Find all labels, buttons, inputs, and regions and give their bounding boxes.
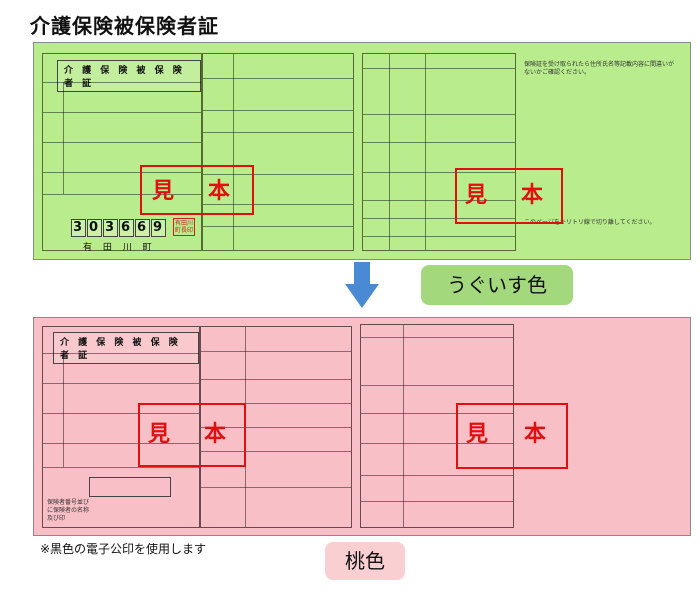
- card-panel-3: [360, 324, 514, 528]
- card-panel-2: [202, 53, 354, 251]
- card-panel-1: 介 護 保 険 被 保 険 者 証 保険者番号並びに保険者の名称及び印: [42, 326, 200, 528]
- arrow-down-icon: [345, 262, 379, 308]
- sample-stamp-right-char-1: 見: [465, 183, 488, 208]
- green-color-label: うぐいす色: [421, 265, 573, 305]
- sample-stamp-left-char-2: 本: [208, 179, 231, 204]
- confirmation-note: 保険証を受け取られたら住所氏名等記載内容に間違いがないかご確認ください。: [524, 61, 675, 76]
- sample-stamp-right-char-1: 見: [466, 422, 489, 447]
- digit-cell: 9: [151, 219, 166, 237]
- footnote: ※黒色の電子公印を使用します: [40, 542, 207, 556]
- sample-stamp-left-char-1: 見: [152, 179, 175, 204]
- sample-stamp-right-char-2: 本: [524, 422, 547, 447]
- sample-stamp-left-char-2: 本: [204, 422, 227, 447]
- sample-stamp-left: [138, 403, 246, 467]
- sample-stamp-right-char-2: 本: [521, 183, 544, 208]
- sample-stamp-right: [455, 168, 563, 224]
- cut-line-note: このページをキリトリ線で切り離してください。: [524, 219, 656, 226]
- sample-stamp-left: [140, 165, 254, 215]
- digit-cell: 0: [87, 219, 102, 237]
- seal-note: 保険者番号並びに保険者の名称及び印: [47, 499, 90, 522]
- pink-color-label: 桃色: [325, 542, 405, 580]
- sample-stamp-right: [456, 403, 568, 469]
- number-field: [89, 477, 171, 497]
- digit-cell: 3: [71, 219, 86, 237]
- digit-cell: 6: [135, 219, 150, 237]
- card-panel-3: [362, 53, 516, 251]
- digit-cell: 3: [103, 219, 118, 237]
- card-title: 介 護 保 険 被 保 険 者 証: [57, 60, 201, 92]
- town-name: 有 田 川 町: [83, 243, 156, 253]
- sample-stamp-left-char-1: 見: [148, 422, 171, 447]
- insurance-card-pink: 介 護 保 険 被 保 険 者 証 保険者番号並びに保険者の名称及び印 見 本 …: [33, 317, 691, 536]
- official-seal: 有田川町長印: [173, 218, 195, 236]
- page-title: 介護保険被保険者証: [30, 14, 219, 38]
- card-title: 介 護 保 険 被 保 険 者 証: [53, 332, 199, 364]
- digit-cell: 6: [119, 219, 134, 237]
